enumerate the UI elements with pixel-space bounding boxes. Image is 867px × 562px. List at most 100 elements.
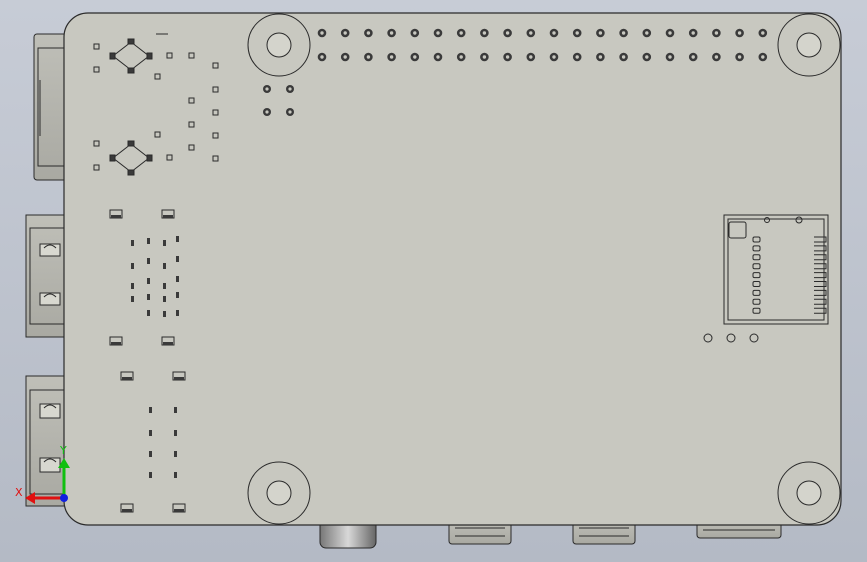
micro-hdmi-port-2 bbox=[572, 519, 636, 545]
sd-card-pin bbox=[752, 254, 827, 261]
usb-pad bbox=[161, 336, 175, 346]
mounting-hole-top-left bbox=[247, 13, 311, 77]
gpio-pin bbox=[433, 28, 443, 38]
usb-component-dot bbox=[131, 296, 134, 302]
usb-component-dot bbox=[149, 430, 152, 436]
usb-component-dot bbox=[176, 276, 179, 282]
usb-component-dot bbox=[147, 294, 150, 300]
ethernet-component-area bbox=[93, 33, 219, 176]
gpio-pin bbox=[364, 28, 373, 38]
gpio-pin bbox=[642, 28, 652, 38]
gpio-pin bbox=[456, 28, 466, 38]
usb-component-dot bbox=[176, 292, 179, 298]
poe-header bbox=[263, 85, 294, 116]
usb-component-dot bbox=[147, 278, 150, 284]
gpio-pin bbox=[688, 52, 698, 62]
gpio-pin bbox=[340, 52, 350, 62]
usb-component-dot bbox=[174, 407, 177, 413]
gpio-pin bbox=[456, 52, 466, 62]
mounting-hole-bottom-right bbox=[777, 461, 841, 525]
usb-component-dot bbox=[163, 283, 166, 289]
usb-pad bbox=[172, 503, 186, 513]
gpio-pin bbox=[317, 28, 327, 38]
usb-component-dot bbox=[131, 263, 134, 269]
sd-card-slot bbox=[723, 214, 829, 325]
gpio-pin bbox=[410, 52, 420, 62]
usb-component-dot bbox=[176, 256, 179, 262]
usb-component-dot bbox=[131, 283, 134, 289]
gpio-pin bbox=[735, 52, 744, 62]
sd-card-pin bbox=[752, 298, 827, 305]
usb-component-dot bbox=[149, 472, 152, 478]
gpio-pin bbox=[688, 28, 698, 38]
y-axis-label: Y bbox=[59, 444, 67, 457]
gpio-pin bbox=[387, 52, 396, 62]
gpio-pin bbox=[712, 52, 721, 62]
sd-card-leds bbox=[703, 333, 759, 343]
usb-component-dot bbox=[176, 310, 179, 316]
x-axis-label: X bbox=[15, 486, 23, 499]
gpio-pin bbox=[712, 28, 721, 38]
gpio-pin bbox=[549, 52, 559, 62]
gpio-pin bbox=[549, 28, 559, 38]
mounting-hole-bottom-left bbox=[247, 461, 311, 525]
usb-component-dot bbox=[174, 430, 177, 436]
usb-pad bbox=[161, 209, 175, 219]
sd-card-pin bbox=[752, 245, 827, 252]
gpio-pin bbox=[410, 28, 420, 38]
usb-component-dot bbox=[163, 296, 166, 302]
usb-component-dot bbox=[149, 451, 152, 457]
usb-pad bbox=[120, 371, 134, 381]
gpio-pin bbox=[572, 52, 582, 62]
usb-component-dot bbox=[147, 258, 150, 264]
sd-card-pin bbox=[752, 307, 827, 314]
usb-component-area bbox=[109, 209, 186, 513]
gpio-pin bbox=[364, 52, 373, 62]
usb-component-dot bbox=[174, 451, 177, 457]
usb-component-dot bbox=[147, 238, 150, 244]
usb-component-dot bbox=[149, 407, 152, 413]
usb-component-dot bbox=[176, 236, 179, 242]
gpio-pin bbox=[572, 28, 582, 38]
mounting-hole-top-right bbox=[777, 13, 841, 77]
gpio-pin bbox=[642, 52, 652, 62]
gpio-pin bbox=[665, 28, 675, 38]
gpio-pin bbox=[619, 28, 628, 38]
usb-port-lower bbox=[25, 375, 71, 507]
usb-component-dot bbox=[131, 240, 134, 246]
usb-component-dot bbox=[163, 311, 166, 317]
gpio-pin bbox=[665, 52, 675, 62]
sd-card-pin bbox=[752, 272, 827, 279]
gpio-pin bbox=[758, 28, 768, 38]
gpio-pin bbox=[317, 52, 327, 62]
gpio-pin bbox=[758, 52, 768, 62]
usb-component-dot bbox=[174, 472, 177, 478]
sd-card-pin bbox=[752, 281, 827, 287]
usb-component-dot bbox=[147, 310, 150, 316]
usb-pad bbox=[120, 503, 134, 513]
usb-pad bbox=[109, 209, 123, 219]
gpio-pin bbox=[503, 52, 512, 62]
gpio-pin bbox=[480, 28, 489, 38]
sd-card-pin bbox=[752, 236, 827, 243]
sd-card-pin bbox=[752, 263, 827, 270]
usb-pad bbox=[172, 371, 186, 381]
gpio-pin bbox=[480, 52, 489, 62]
usb-component-dot bbox=[163, 240, 166, 246]
gpio-pin bbox=[503, 28, 512, 38]
gpio-pin bbox=[619, 52, 628, 62]
sd-card-pin bbox=[752, 289, 827, 296]
gpio-pin bbox=[596, 52, 605, 62]
gpio-pin bbox=[433, 52, 443, 62]
gpio-pin bbox=[340, 28, 350, 38]
pcb-board[interactable] bbox=[63, 12, 842, 526]
gpio-pin bbox=[735, 28, 744, 38]
usb-component-dot bbox=[163, 263, 166, 269]
gpio-pin bbox=[526, 52, 536, 62]
usb-pad bbox=[109, 336, 123, 346]
gpio-pin bbox=[596, 28, 605, 38]
gpio-header bbox=[317, 28, 768, 62]
coordinate-triad: X Y bbox=[15, 444, 70, 504]
